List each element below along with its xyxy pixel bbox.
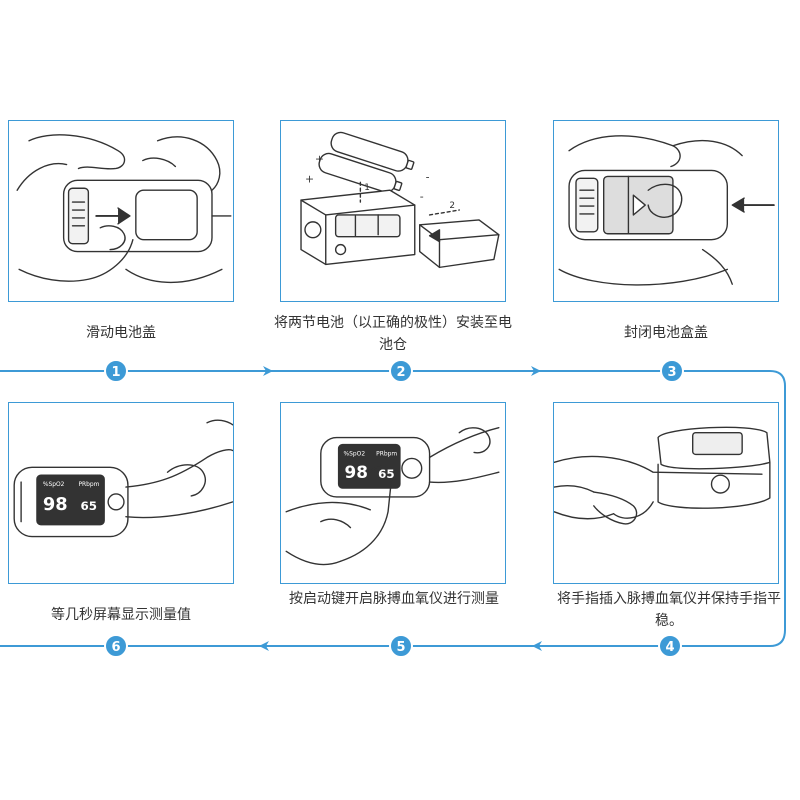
step-number-3: 3 xyxy=(667,365,676,380)
step-4-illustration xyxy=(553,402,779,584)
readout-pr-label-5: PRbpm xyxy=(376,450,397,457)
readout-spo2-value-5: 98 xyxy=(345,462,368,482)
insert-finger-drawing xyxy=(554,426,771,525)
step-marker-4: 4 xyxy=(658,634,682,658)
step-marker-1: 1 xyxy=(104,359,128,383)
step-number-1: 1 xyxy=(111,365,120,380)
step-3-caption: 封闭电池盒盖 xyxy=(624,325,708,341)
step-5-illustration: %SpO2 PRbpm 98 65 xyxy=(280,402,506,584)
step-2-caption: 将两节电池（以正确的极性）安装至电池仓 xyxy=(274,315,512,353)
step-3-illustration xyxy=(553,120,779,302)
readout-spo2-label-6: %SpO2 xyxy=(43,481,65,488)
battery-step-mark-2: 2 xyxy=(449,201,455,211)
readout-spo2-value-6: 98 xyxy=(43,494,68,515)
step-6-illustration: %SpO2 PRbpm 98 65 xyxy=(8,402,234,584)
readout-pr-label-6: PRbpm xyxy=(78,481,99,488)
step-2-illustration: + + - - 1 2 xyxy=(280,120,506,302)
readout-pr-value-5: 65 xyxy=(378,467,395,481)
step-marker-5: 5 xyxy=(389,634,413,658)
step-number-5: 5 xyxy=(396,640,405,655)
step-number-2: 2 xyxy=(396,365,405,380)
press-button-drawing: %SpO2 PRbpm 98 65 xyxy=(285,427,500,566)
step-marker-3: 3 xyxy=(660,359,684,383)
battery-plus-mark-2: + xyxy=(305,172,314,185)
slide-cover-drawing xyxy=(16,134,232,284)
battery-step-mark-1: 1 xyxy=(364,183,370,193)
battery-minus-mark-2: - xyxy=(420,190,424,203)
insert-batteries-drawing: + + - - 1 2 xyxy=(300,131,500,269)
battery-minus-mark-1: - xyxy=(426,170,430,183)
read-result-drawing: %SpO2 PRbpm 98 65 xyxy=(13,419,233,538)
step-6-caption: 等几秒屏幕显示测量值 xyxy=(51,607,191,623)
step-1-caption: 滑动电池盖 xyxy=(86,325,156,341)
step-4-caption: 将手指插入脉搏血氧仪并保持手指平稳。 xyxy=(557,591,781,629)
step-marker-2: 2 xyxy=(389,359,413,383)
close-cover-drawing xyxy=(558,135,775,286)
step-number-6: 6 xyxy=(111,640,120,655)
battery-plus-mark-1: + xyxy=(315,153,324,166)
step-number-4: 4 xyxy=(665,640,674,655)
step-1-illustration xyxy=(8,120,234,302)
readout-pr-value-6: 65 xyxy=(80,499,97,513)
readout-spo2-label-5: %SpO2 xyxy=(344,450,366,457)
flow-arrow-3-4 xyxy=(532,370,786,651)
step-marker-6: 6 xyxy=(104,634,128,658)
step-5-caption: 按启动键开启脉搏血氧仪进行测量 xyxy=(289,591,499,607)
